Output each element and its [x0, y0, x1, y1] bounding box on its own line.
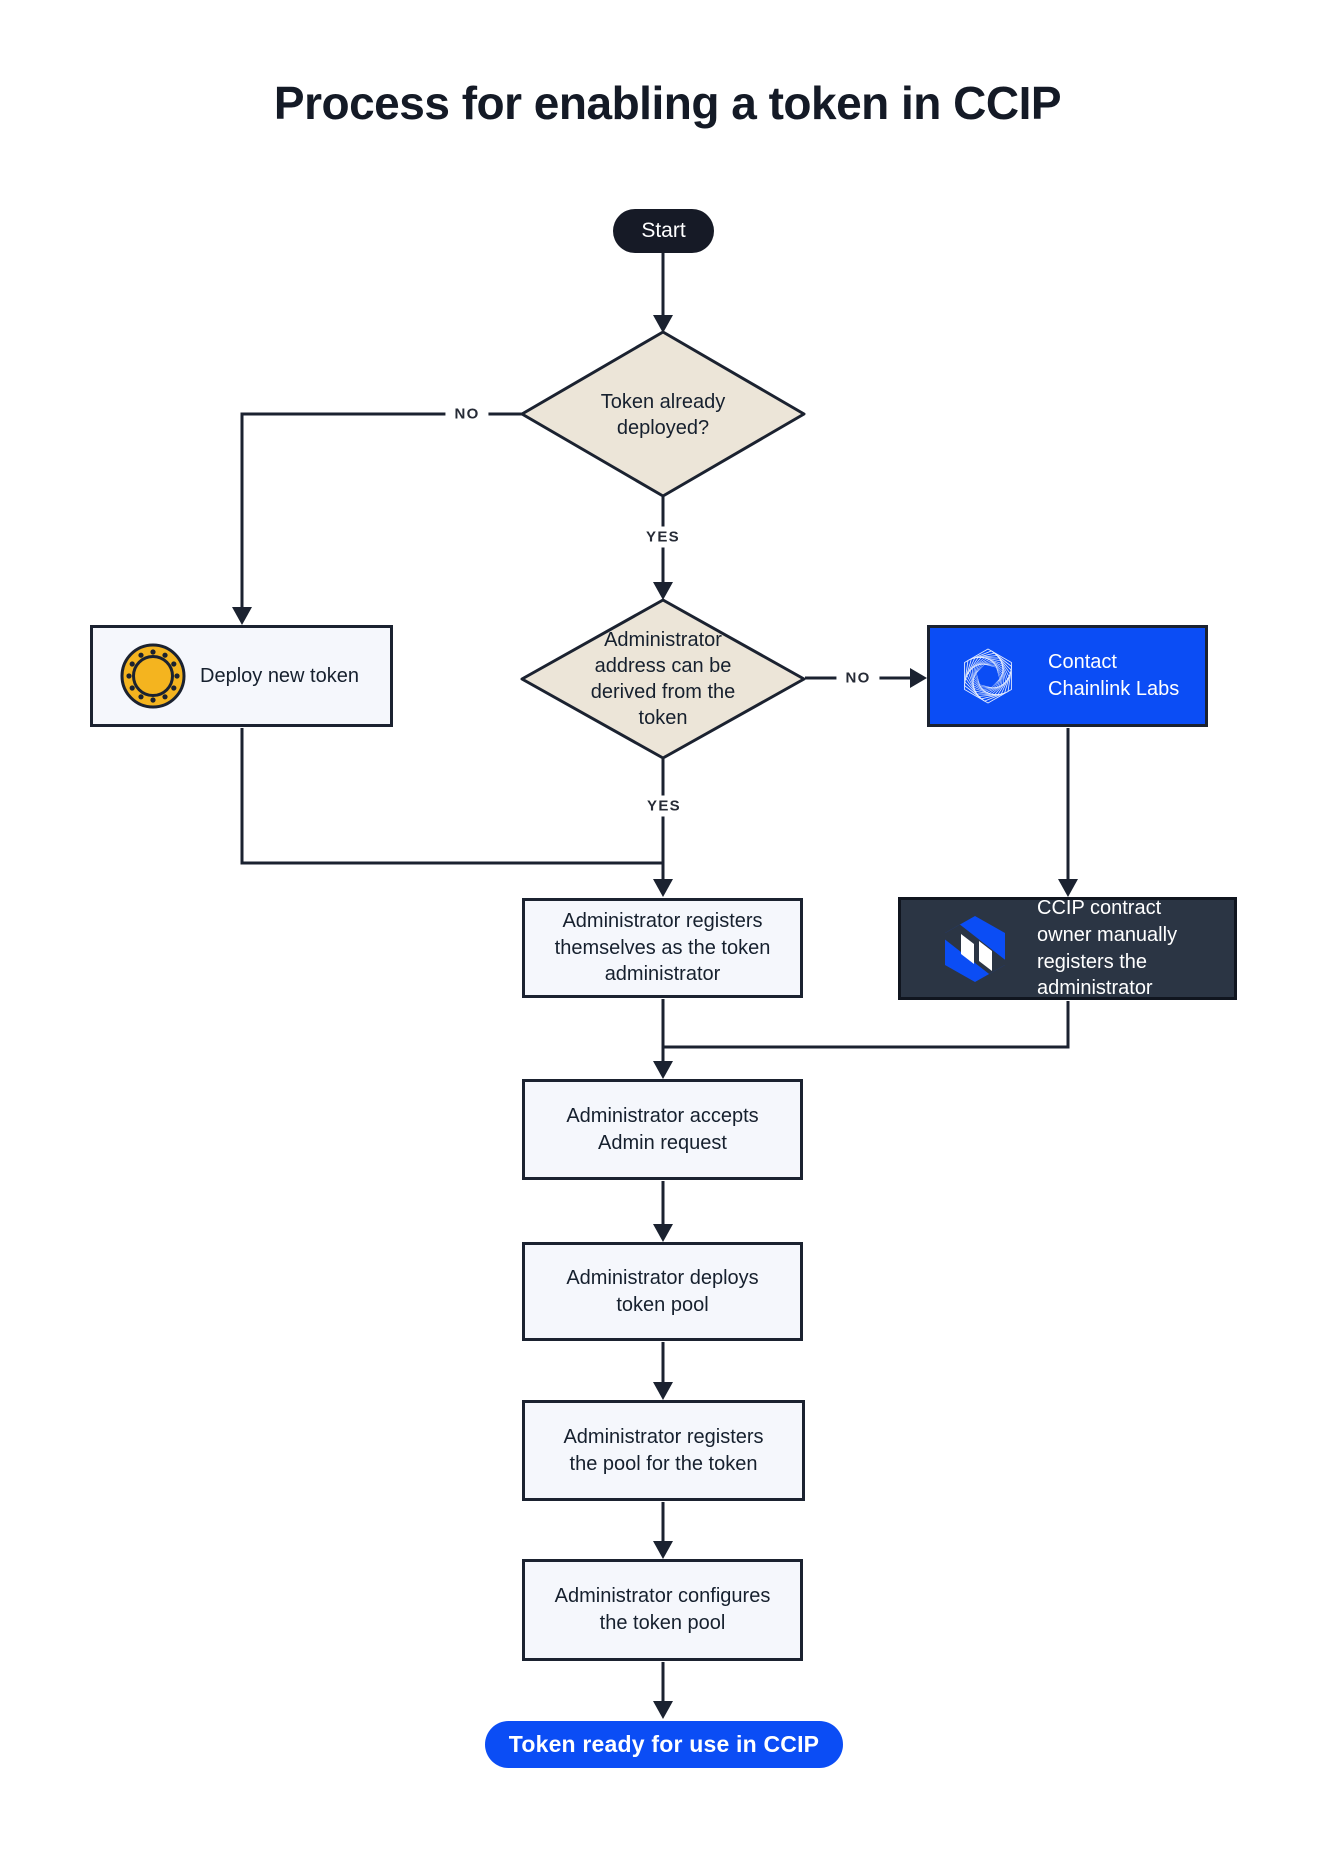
ccip-owner-registers-label: CCIP contract owner manually registers t…	[1037, 896, 1178, 1000]
edge-label-yes-derivable: YES	[638, 795, 690, 817]
edge-label-yes-deployed: YES	[637, 526, 689, 548]
admin-deploys-pool-label: Administrator deploys token pool	[566, 1266, 759, 1316]
contact-chainlink-labs-node: Contact Chainlink Labs	[927, 625, 1208, 727]
token-ready-label: Token ready for use in CCIP	[508, 1731, 820, 1757]
ccip-owner-registers-node: CCIP contract owner manually registers t…	[898, 897, 1237, 1000]
decision-admin-derivable-label: Administrator address can be derived fro…	[590, 629, 736, 729]
decision-admin-derivable-shape	[520, 598, 806, 760]
deploy-new-token-node: Deploy new token	[90, 625, 393, 727]
arrowheads	[232, 315, 1078, 1719]
start-node: Start	[613, 209, 714, 253]
decision-token-deployed-label: Token already deployed?	[600, 391, 726, 439]
page-title: Process for enabling a token in CCIP	[273, 77, 1062, 129]
admin-registers-self-label: Administrator registers themselves as th…	[554, 909, 771, 986]
admin-registers-pool-label: Administrator registers the pool for the…	[563, 1425, 764, 1475]
chainlink-labs-logo-icon	[958, 643, 1018, 709]
admin-registers-self-node: Administrator registers themselves as th…	[522, 898, 803, 998]
edge-label-no-derivable: NO	[836, 667, 880, 689]
coin-icon	[119, 642, 187, 710]
edge-label-no-deployed: NO	[445, 403, 489, 425]
admin-registers-pool-node: Administrator registers the pool for the…	[522, 1400, 805, 1501]
admin-accepts-node: Administrator accepts Admin request	[522, 1079, 803, 1180]
deploy-new-token-label: Deploy new token	[200, 664, 359, 687]
contact-chainlink-labs-label: Contact Chainlink Labs	[1048, 651, 1180, 700]
ccip-logo-icon	[939, 913, 1011, 985]
start-label: Start	[641, 219, 686, 242]
admin-configures-pool-node: Administrator configures the token pool	[522, 1559, 803, 1661]
token-ready-node: Token ready for use in CCIP	[485, 1721, 843, 1768]
admin-configures-pool-label: Administrator configures the token pool	[554, 1585, 771, 1634]
admin-deploys-pool-node: Administrator deploys token pool	[522, 1242, 803, 1341]
decision-token-deployed-shape	[520, 330, 806, 498]
admin-accepts-label: Administrator accepts Admin request	[566, 1104, 759, 1154]
